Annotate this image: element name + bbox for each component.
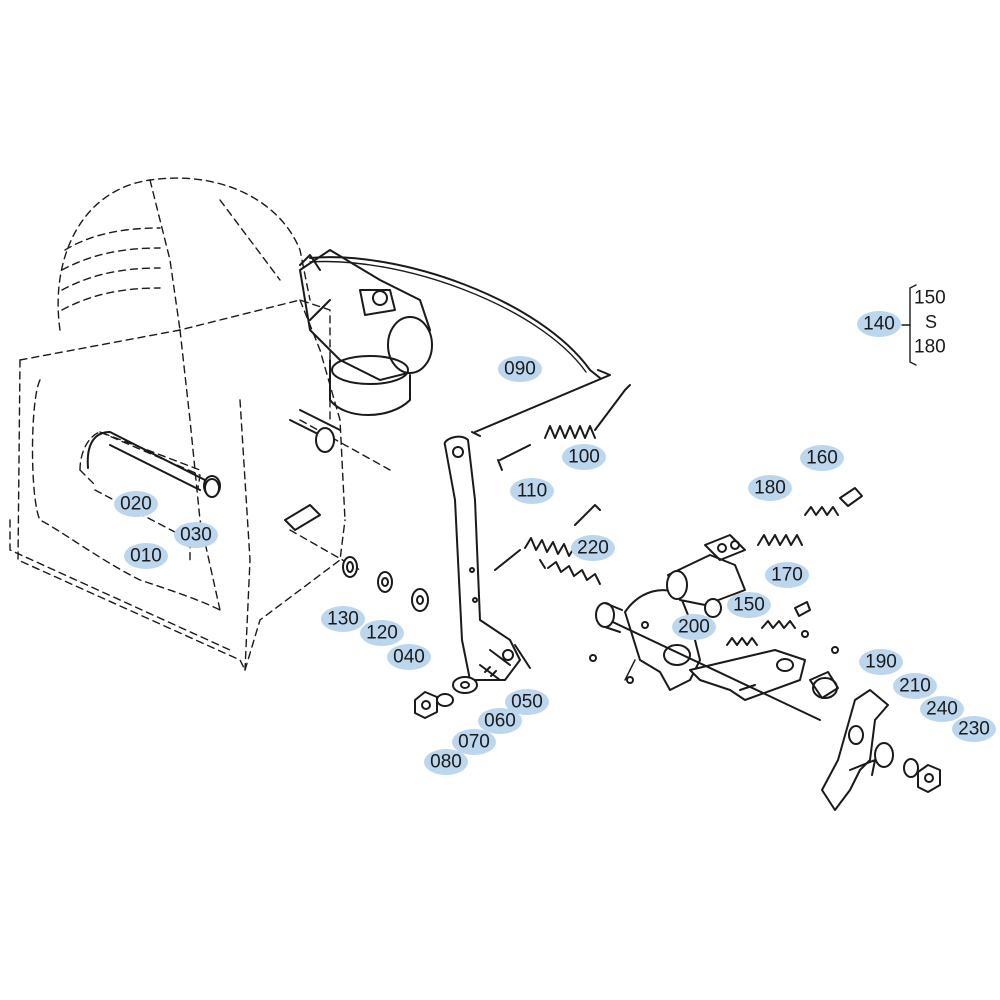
svg-text:240: 240 — [926, 699, 958, 720]
svg-text:210: 210 — [899, 676, 931, 697]
small-bushing — [704, 598, 722, 618]
callout-190[interactable]: 190 — [859, 649, 903, 675]
carburetor — [299, 249, 433, 416]
rod-090 — [474, 369, 611, 433]
bushing-200 — [595, 602, 623, 633]
collar — [809, 671, 839, 699]
svg-text:030: 030 — [180, 525, 212, 546]
governor-bracket — [624, 589, 701, 691]
callout-110[interactable]: 110 — [510, 478, 554, 504]
svg-text:230: 230 — [958, 719, 990, 740]
spring-100 — [497, 384, 631, 471]
svg-text:020: 020 — [120, 494, 152, 515]
svg-text:010: 010 — [130, 546, 162, 567]
group-bracket-separator: S — [925, 312, 937, 332]
callout-080[interactable]: 080 — [424, 749, 468, 775]
lever-190 — [821, 689, 889, 811]
svg-text:080: 080 — [430, 752, 462, 773]
svg-text:100: 100 — [568, 447, 600, 468]
washer-070 — [436, 693, 454, 707]
callout-160[interactable]: 160 — [800, 445, 844, 471]
callout-020[interactable]: 020 — [114, 491, 158, 517]
shaft-line — [597, 614, 821, 721]
washer-060 — [452, 676, 478, 694]
callout-130[interactable]: 130 — [321, 606, 365, 632]
solenoid-body — [666, 534, 746, 606]
screw-160 — [804, 487, 863, 516]
callout-210[interactable]: 210 — [893, 673, 937, 699]
callout-240[interactable]: 240 — [920, 696, 964, 722]
callout-040[interactable]: 040 — [387, 644, 431, 670]
spring-220 — [539, 559, 601, 585]
svg-text:140: 140 — [863, 314, 895, 335]
bracket-block — [284, 504, 321, 531]
group-bracket-end: 180 — [914, 337, 946, 358]
svg-text:180: 180 — [754, 478, 786, 499]
nut-230 — [917, 764, 941, 793]
pin — [831, 646, 839, 654]
nut-080 — [414, 691, 438, 719]
rod-part — [86, 431, 221, 497]
governor-lever — [443, 435, 531, 681]
washer-030 — [204, 478, 220, 498]
svg-text:110: 110 — [517, 481, 547, 502]
callout-060[interactable]: 060 — [478, 708, 522, 734]
callout-140[interactable]: 140 — [857, 311, 901, 337]
pin — [801, 630, 809, 638]
washer-040 — [411, 588, 429, 612]
callout-150[interactable]: 150 — [727, 592, 771, 618]
svg-text:090: 090 — [504, 359, 536, 380]
washer-120 — [377, 571, 393, 593]
callout-180[interactable]: 180 — [748, 475, 792, 501]
washer-240 — [903, 758, 919, 778]
svg-text:200: 200 — [678, 617, 710, 638]
link-bushing — [315, 427, 335, 453]
washer-130 — [342, 556, 358, 578]
pin — [626, 676, 634, 684]
control-arm — [689, 649, 806, 701]
callout-200[interactable]: 200 — [672, 614, 716, 640]
washer-210 — [874, 742, 894, 768]
callout-100[interactable]: 100 — [562, 444, 606, 470]
throttle-cable — [309, 256, 601, 379]
svg-text:160: 160 — [806, 448, 838, 469]
svg-text:060: 060 — [484, 711, 516, 732]
throttle-cable-inner — [309, 260, 587, 373]
svg-text:190: 190 — [865, 652, 897, 673]
svg-text:070: 070 — [458, 732, 490, 753]
callout-070[interactable]: 070 — [452, 729, 496, 755]
callout-050[interactable]: 050 — [505, 689, 549, 715]
spring-180 — [757, 534, 803, 546]
svg-text:120: 120 — [366, 623, 398, 644]
svg-text:050: 050 — [511, 692, 543, 713]
callout-230[interactable]: 230 — [952, 716, 996, 742]
spring-150 — [726, 637, 758, 646]
callout-010[interactable]: 010 — [124, 543, 168, 569]
svg-text:150: 150 — [733, 595, 765, 616]
callout-090[interactable]: 090 — [498, 356, 542, 382]
svg-text:170: 170 — [771, 565, 803, 586]
group-bracket: 150 S 180 — [901, 284, 946, 366]
svg-text:130: 130 — [327, 609, 359, 630]
svg-text:220: 220 — [577, 538, 609, 559]
spring-110 — [494, 504, 601, 571]
group-bracket-start: 150 — [914, 288, 946, 309]
pin — [589, 654, 597, 662]
callout-220[interactable]: 220 — [571, 535, 615, 561]
bolt-050 — [479, 664, 501, 681]
svg-text:040: 040 — [393, 647, 425, 668]
callout-120[interactable]: 120 — [360, 620, 404, 646]
callout-170[interactable]: 170 — [765, 562, 809, 588]
rod-090-hook — [471, 431, 481, 437]
screw-170 — [761, 601, 811, 629]
leader-line — [624, 659, 636, 681]
callout-030[interactable]: 030 — [174, 522, 218, 548]
